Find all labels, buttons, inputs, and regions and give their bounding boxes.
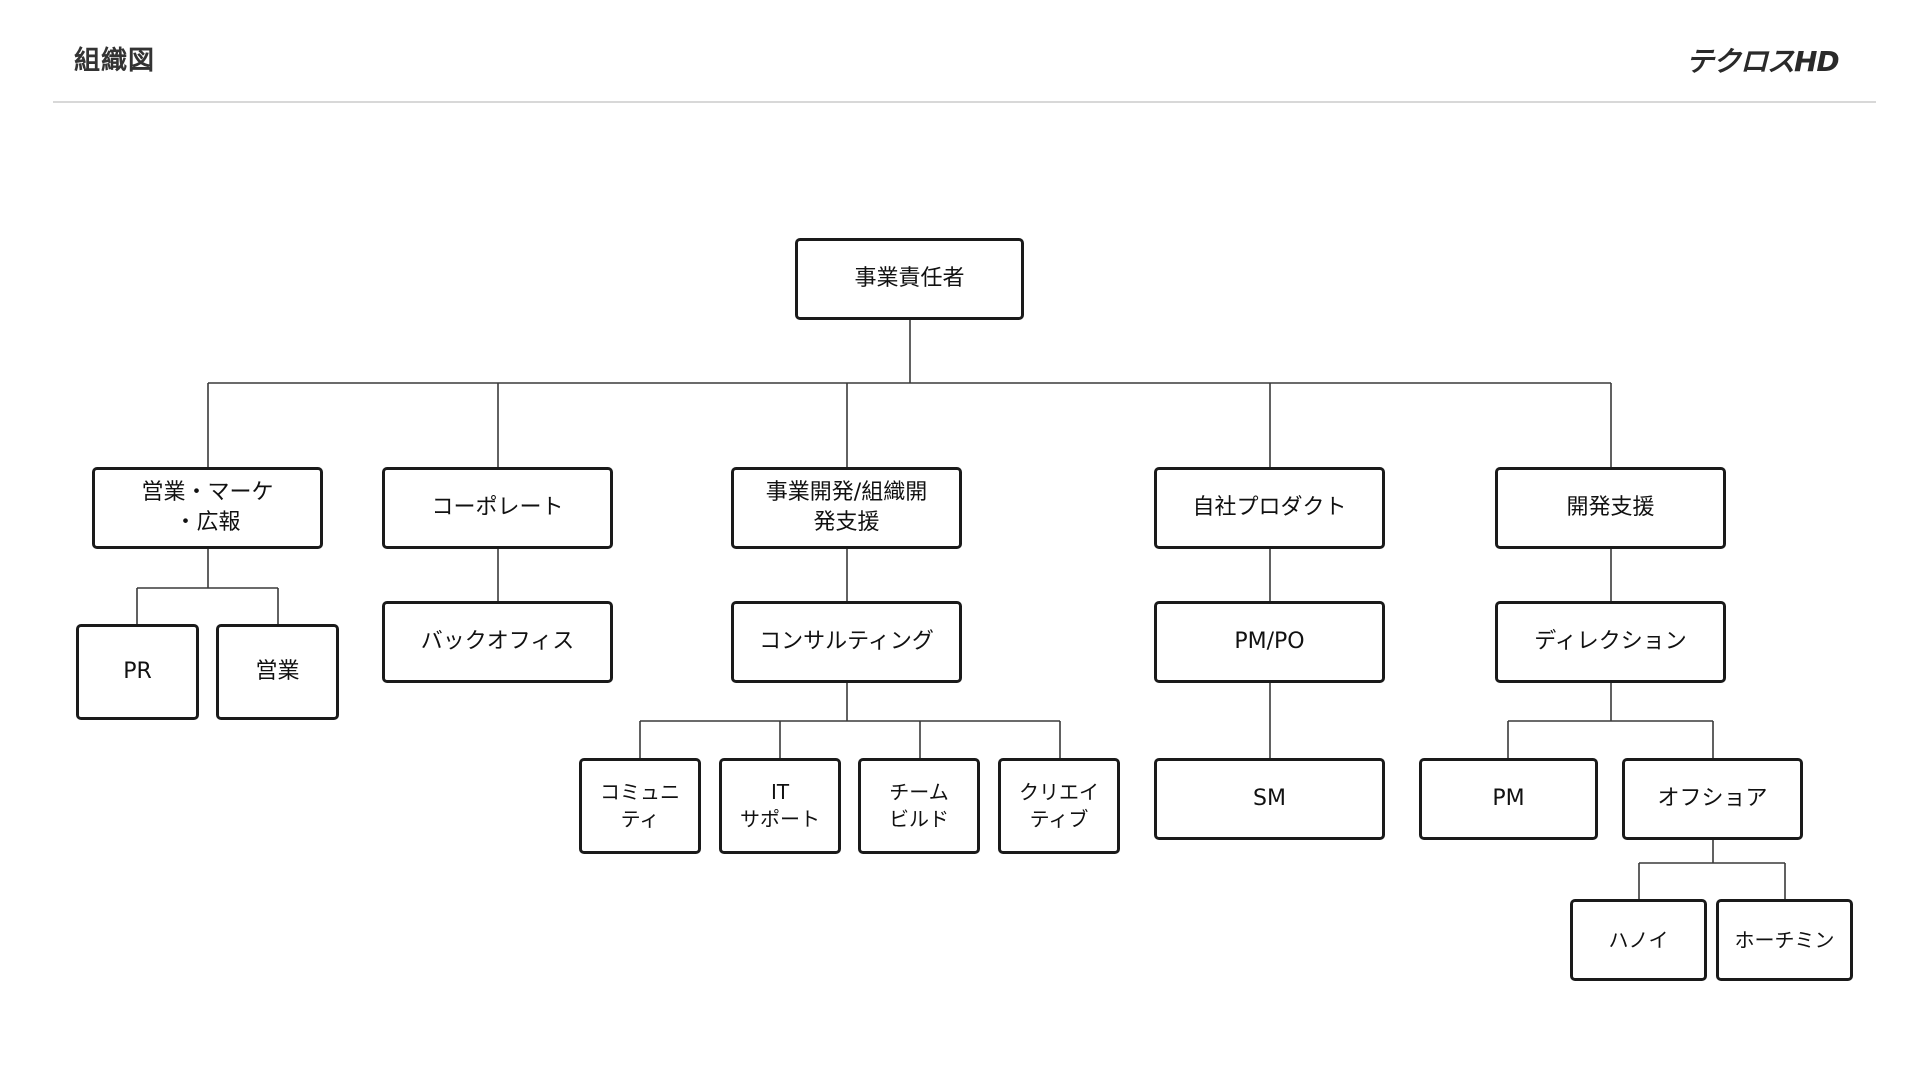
org-node-pm-po: PM/PO bbox=[1154, 601, 1385, 683]
org-node-business-dev: 事業開発/組織開 発支援 bbox=[731, 467, 962, 549]
logo-text: テクロスHD bbox=[1686, 45, 1839, 78]
org-node-sm: SM bbox=[1154, 758, 1385, 840]
org-node-community: コミュニ ティ bbox=[579, 758, 701, 854]
org-node-back-office: バックオフィス bbox=[382, 601, 613, 683]
org-node-direction: ディレクション bbox=[1495, 601, 1726, 683]
org-node-business-head: 事業責任者 bbox=[795, 238, 1024, 320]
org-node-it-support: IT サポート bbox=[719, 758, 841, 854]
page-title: 組織図 bbox=[74, 46, 156, 76]
org-node-creative: クリエイ ティブ bbox=[998, 758, 1120, 854]
org-node-pm: PM bbox=[1419, 758, 1598, 840]
company-logo: テクロスHD bbox=[1686, 45, 1840, 78]
org-node-sales: 営業 bbox=[216, 624, 339, 720]
org-node-own-product: 自社プロダクト bbox=[1154, 467, 1385, 549]
org-node-consulting: コンサルティング bbox=[731, 601, 962, 683]
org-node-team-build: チーム ビルド bbox=[858, 758, 980, 854]
org-node-pr: PR bbox=[76, 624, 199, 720]
header-divider bbox=[53, 101, 1876, 103]
org-node-ho-chi-minh: ホーチミン bbox=[1716, 899, 1853, 981]
org-node-sales-marketing-pr: 営業・マーケ ・広報 bbox=[92, 467, 323, 549]
org-node-corporate: コーポレート bbox=[382, 467, 613, 549]
org-node-hanoi: ハノイ bbox=[1570, 899, 1707, 981]
org-node-offshore: オフショア bbox=[1622, 758, 1803, 840]
org-node-dev-support: 開発支援 bbox=[1495, 467, 1726, 549]
